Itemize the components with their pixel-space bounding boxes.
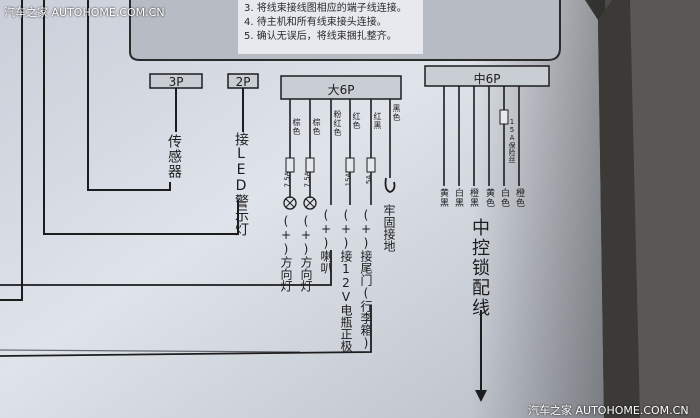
watermark-top: 汽车之家 AUTOHOME.COM.CN (4, 6, 165, 19)
fuse-icon (305, 157, 315, 173)
wire-color-label: 红色 (352, 112, 361, 130)
wire-color-label: 棕色 (312, 118, 321, 136)
wire-horn-run (0, 250, 332, 286)
mid6p-wires (443, 86, 520, 186)
wire-color-label: 黄色 (484, 188, 494, 208)
paper-sheet (0, 0, 604, 418)
connector-big6p-box (280, 75, 402, 100)
wire-function-label: (+)方向灯 (299, 214, 313, 292)
big6p-wires (289, 99, 391, 205)
fuse-rating: 7.5A (303, 171, 312, 188)
fuse-icon (499, 109, 509, 125)
wire-trunk-run (0, 305, 372, 357)
harness-outline-1 (0, 0, 23, 301)
wire-function-label: (+)喇叭 (319, 208, 333, 274)
bulb-icon (303, 196, 317, 210)
connector-mid6p-label: 中6P (473, 72, 501, 86)
connector-2p-label: 2P (235, 75, 251, 89)
wire-function-label: 牢固接地 (382, 204, 396, 252)
wire-color-label: 红黑 (373, 112, 382, 130)
instruction-note: 5. 确认无误后，将线束捆扎整齐。 (244, 31, 397, 42)
fuse-icon (345, 157, 355, 173)
fuse-rating: 7.5A (283, 171, 292, 188)
right-board (630, 0, 700, 418)
fuse-icon (366, 157, 376, 173)
wire-color-label: 黄黑 (438, 188, 448, 208)
wire-color-label: 粉红色 (333, 110, 342, 137)
wire-function-label: (+)方向灯 (279, 214, 293, 292)
wire-function-label: (+)接尾门(行李箱) (359, 208, 373, 350)
bulb-icon (283, 196, 297, 210)
instruction-note: 3. 将线束接线图相应的端子线连接。 (244, 3, 407, 14)
instruction-inner (238, 0, 423, 54)
sensor-label: 传感器 (166, 134, 182, 179)
mid6p-fuse-label: 15A保险丝 (508, 118, 516, 163)
led-warning-label: 接LED警示灯 (233, 132, 249, 236)
paper-edge-shade (470, 0, 605, 418)
down-arrow-icon (475, 390, 487, 402)
wire-function-label: (+)接12V电瓶正极 (339, 208, 353, 352)
connector-3p-label: 3P (168, 75, 184, 89)
wire-color-label: 白色 (499, 188, 509, 208)
central-lock-wiring-label: 中控锁配线 (469, 218, 490, 318)
watermark-bottom: 汽车之家 AUTOHOME.COM.CN (528, 404, 689, 417)
harness-outline-2 (43, 0, 239, 235)
wire-edge-run (0, 349, 301, 353)
connector-big6p-label: 大6P (327, 83, 355, 97)
instruction-note: 4. 待主机和所有线束接头连接。 (244, 17, 387, 28)
wire-color-label: 白黑 (453, 188, 463, 208)
fuse-rating: 15A (344, 172, 353, 187)
wire-color-label: 棕色 (292, 118, 301, 136)
wire-color-label: 橙色 (514, 188, 524, 208)
harness-outline-3 (87, 0, 171, 191)
connector-mid6p-box (424, 65, 550, 87)
ground-icon (384, 177, 396, 193)
fuse-rating: 5A (365, 174, 374, 185)
wire-color-label: 橙黑 (468, 188, 478, 208)
wire-color-label: 黑色 (392, 104, 401, 122)
fuse-icon (285, 157, 295, 173)
